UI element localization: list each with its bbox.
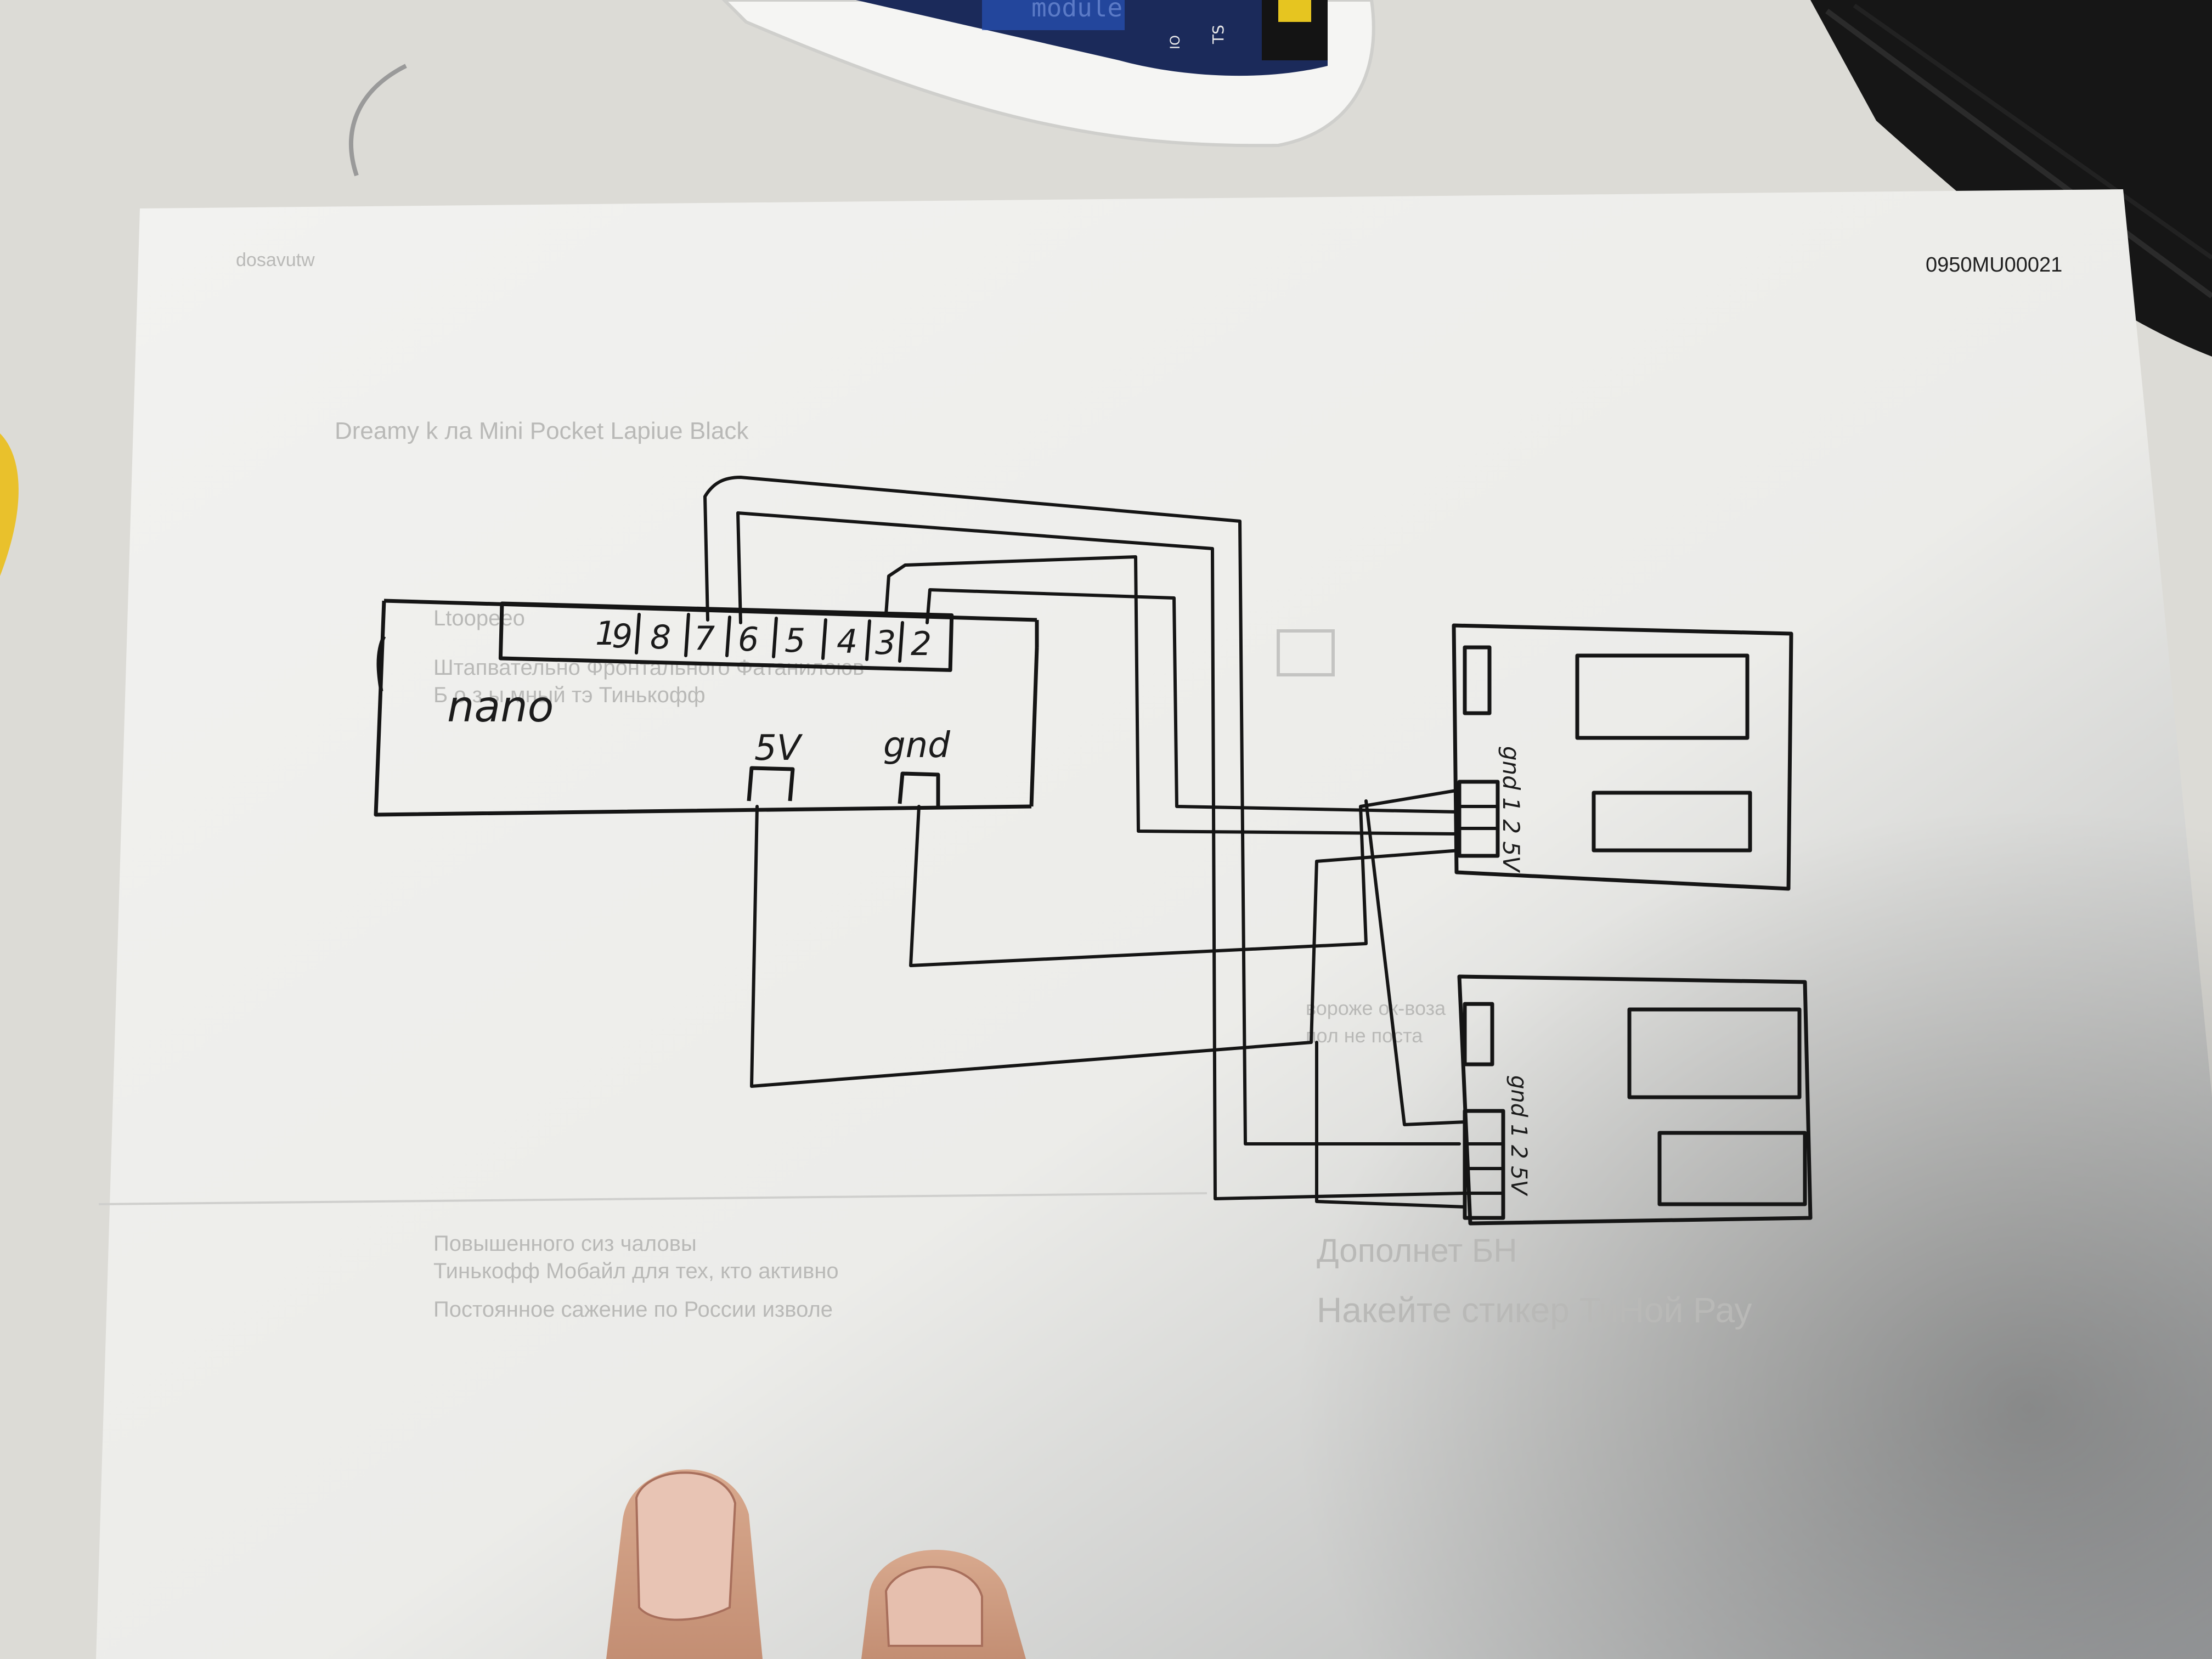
bleed-line-9: Постоянное сажение по России изволе bbox=[433, 1297, 833, 1322]
bleed-line-7: Повышенного сиз чаловы bbox=[433, 1232, 697, 1256]
pin-label-9: 9 bbox=[612, 617, 633, 656]
header-code-left: dosavutw bbox=[236, 250, 315, 270]
label-gnd: gnd bbox=[883, 725, 950, 766]
power-pads: 5V gnd bbox=[747, 725, 950, 806]
wiring bbox=[703, 476, 1466, 1209]
pin-label-1: 1 bbox=[595, 614, 616, 653]
yellow-object bbox=[0, 433, 19, 576]
wire-pin3 bbox=[884, 555, 1461, 836]
board-module: module TS IO bbox=[721, 0, 1375, 148]
relay-top-pin-labels: gnd 1 2 5V bbox=[1498, 746, 1525, 873]
wire-pin6 bbox=[736, 511, 1466, 1200]
bleed-qr bbox=[1277, 629, 1335, 676]
wire-5v-bottom bbox=[1315, 1041, 1466, 1209]
wire-gnd-bottom bbox=[1364, 799, 1466, 1126]
bleed-line-11: Дополнет БН bbox=[1317, 1232, 1517, 1269]
bleed-line-5: вороже ок-воза bbox=[1306, 997, 1446, 1019]
bleed-line-10: Накейте стикер ТиНой Рау bbox=[1317, 1290, 1752, 1330]
thin-wire bbox=[349, 64, 407, 177]
header-code-right: 0950MU00021 bbox=[1926, 253, 2062, 276]
bleed-line-4: Б о з ы мный тэ Тинькофф bbox=[433, 683, 706, 707]
pin-label-7: 7 bbox=[694, 619, 715, 658]
nano-label: nano bbox=[447, 682, 554, 732]
wire-pin7 bbox=[703, 476, 1461, 1146]
fingers bbox=[606, 1469, 1026, 1659]
bleed-line-6: пол не поста bbox=[1306, 1024, 1423, 1047]
pin-label-2: 2 bbox=[911, 625, 932, 663]
paper-shadow bbox=[988, 658, 2212, 1659]
pin-label-8: 8 bbox=[650, 618, 671, 657]
pin-header: 1 9 8 7 6 5 4 3 2 bbox=[595, 613, 932, 663]
bleed-line-1: Dreamy k ла Mini Pocket Lapiue Black bbox=[335, 417, 749, 444]
bleed-line-8: Тинькофф Мобайл для тех, кто активно bbox=[433, 1259, 839, 1283]
pin-label-3: 3 bbox=[875, 624, 896, 662]
relay-bottom-pin-labels: gnd 1 2 5V bbox=[1506, 1075, 1531, 1197]
pin-label-5: 5 bbox=[785, 622, 805, 660]
paper-fold bbox=[98, 1192, 1207, 1205]
bleed-through-text: Dreamy k ла Mini Pocket Lapiue Black Lto… bbox=[335, 417, 1752, 1330]
label-5v: 5V bbox=[754, 728, 803, 769]
bleed-line-2: Ltoopeeo bbox=[433, 606, 525, 630]
pin-label-6: 6 bbox=[738, 620, 759, 659]
module-mark-io: IO bbox=[1167, 35, 1183, 49]
module-mark-ts: TS bbox=[1209, 25, 1227, 44]
wire-gnd bbox=[909, 788, 1461, 967]
wire-pin2 bbox=[926, 588, 1461, 814]
relay-module-bottom: gnd 1 2 5V bbox=[1457, 974, 1813, 1226]
pin-label-4: 4 bbox=[837, 623, 857, 661]
